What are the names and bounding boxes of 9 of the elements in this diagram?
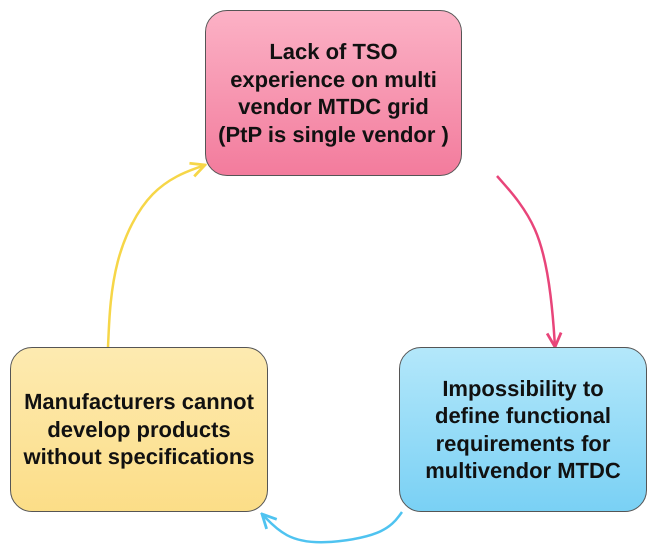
process-box xyxy=(399,347,647,512)
process-box xyxy=(10,347,268,512)
box-text: Impossibility to define functional requirements for multivendor MTDC xyxy=(424,374,622,484)
box-text: Lack of TSO experience on multi vendor MTDC grid (PtP is single vendor ) xyxy=(217,38,450,148)
arrow xyxy=(496,175,562,348)
box-text: Manufacturers cannot develop products without specifications xyxy=(22,388,256,471)
arrow xyxy=(106,162,206,348)
arrow xyxy=(260,511,403,544)
process-box xyxy=(205,10,462,176)
